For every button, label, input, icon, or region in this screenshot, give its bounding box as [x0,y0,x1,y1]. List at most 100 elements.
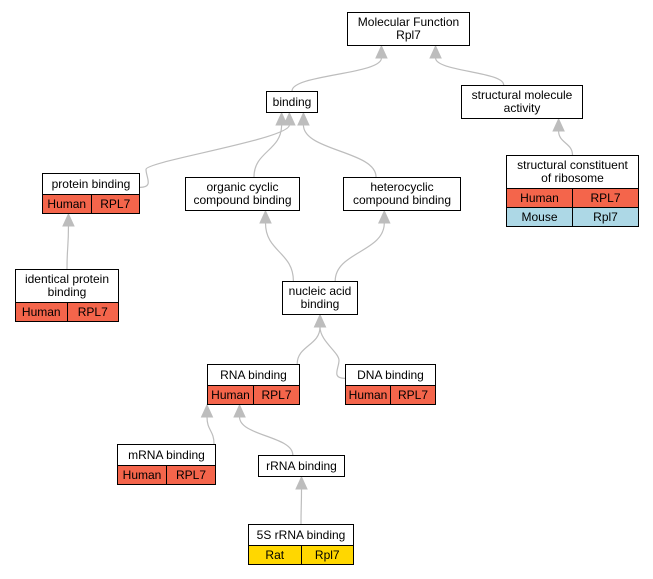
edge-arrowhead [378,209,391,224]
edge-arrowhead [283,111,296,126]
edge-5s-rrna-binding-to-rrna-binding [300,488,303,525]
edge-arrowhead [295,475,308,490]
annotation-gene: RPL7 [166,466,215,484]
annotation-gene: Rpl7 [300,546,354,564]
edge-nucleic-acid-binding-to-heterocyclic-compound-binding [334,222,385,282]
annotation-species: Human [47,197,87,211]
go-term-label: rRNA binding [259,456,344,476]
edge-arrowhead [375,44,388,59]
edge-dna-binding-to-nucleic-acid-binding [319,326,346,379]
edge-arrowhead [233,403,246,418]
edge-protein-binding-to-binding [139,124,290,188]
edge-organic-cyclic-compound-binding-to-binding [253,124,283,178]
annotation-gene: RPL7 [572,189,638,207]
go-term-label-line: rRNA binding [266,459,337,473]
annotation-gene: Rpl7 [572,208,638,226]
edge-arrowhead [275,111,288,126]
annotation-row: Human RPL7 [16,302,118,321]
edge-rna-binding-to-nucleic-acid-binding [296,326,321,365]
go-term-label-line: identical protein [24,272,110,286]
annotation-species: Mouse [521,210,558,224]
go-term-label: mRNA binding [118,445,215,465]
annotation-species: Human [520,191,559,205]
edge-nucleic-acid-binding-to-organic-cyclic-compound-binding [264,222,294,282]
annotation-row: Human RPL7 [118,465,215,484]
annotation-row: Human RPL7 [507,188,638,207]
edge-structural-constituent-of-ribosome-to-structural-molecule-activity [558,130,574,156]
edge-arrowhead [259,209,272,224]
go-term-label-line: nucleic acid [288,284,352,298]
annotation-gene: RPL7 [66,303,119,321]
go-term-label-line: binding [300,297,340,311]
go-term-label: DNA binding [346,365,435,385]
edge-identical-protein-binding-to-protein-binding [66,225,70,270]
edge-structural-molecule-activity-to-molecular-function [434,57,505,86]
edge-heterocyclic-compound-binding-to-binding [302,124,377,178]
go-term-label-line: RNA binding [220,368,287,382]
annotation-species: Rat [265,548,285,562]
go-term-label-line: DNA binding [357,368,424,382]
go-term-label-line: structural constituent [517,158,628,172]
annotation-species: Human [211,388,250,402]
edge-arrowhead [313,313,327,328]
go-term-label: 5S rRNA binding [249,525,353,545]
go-term-label-line: structural molecule [471,88,573,102]
annotation-row: Rat Rpl7 [249,545,353,564]
go-term-label-line: compound binding [193,193,292,207]
edge-arrowhead [429,44,442,59]
annotation-gene: RPL7 [253,386,299,404]
go-term-label-line: of ribosome [541,171,604,185]
go-term-label-line: organic cyclic [206,180,279,194]
go-term-label-line: mRNA binding [128,448,205,462]
annotation-species: Human [348,388,388,402]
go-term-label-line: binding [47,285,87,299]
go-term-label-line: heterocyclic [370,180,434,194]
edge-rrna-binding-to-rna-binding [238,416,294,456]
annotation-species: Human [122,468,162,482]
go-term-label-line: binding [272,95,312,109]
go-term-label-line: compound binding [352,193,452,207]
go-term-label-line: Rpl7 [396,28,421,42]
edge-arrowhead [200,403,214,418]
edge-arrowhead [552,117,565,132]
go-term-rrna-binding[interactable]: rRNA binding [258,455,345,477]
annotation-gene: RPL7 [90,195,140,213]
go-term-label: RNA binding [208,365,299,385]
edge-arrowhead [297,111,310,126]
go-term-binding[interactable]: binding [266,91,318,113]
annotation-gene: RPL7 [390,386,435,404]
go-term-label: binding [267,92,317,112]
go-term-label: protein binding [43,174,139,194]
edge-binding-to-molecular-function [291,57,383,92]
go-term-label-line: Molecular Function [357,15,460,29]
edge-arrowhead [62,212,75,227]
go-term-label-line: protein binding [51,177,131,191]
annotation-row: Mouse Rpl7 [507,207,638,226]
edge-mrna-binding-to-rna-binding [206,416,215,445]
go-term-label-line: activity [503,101,541,115]
annotation-species: Human [21,305,61,319]
